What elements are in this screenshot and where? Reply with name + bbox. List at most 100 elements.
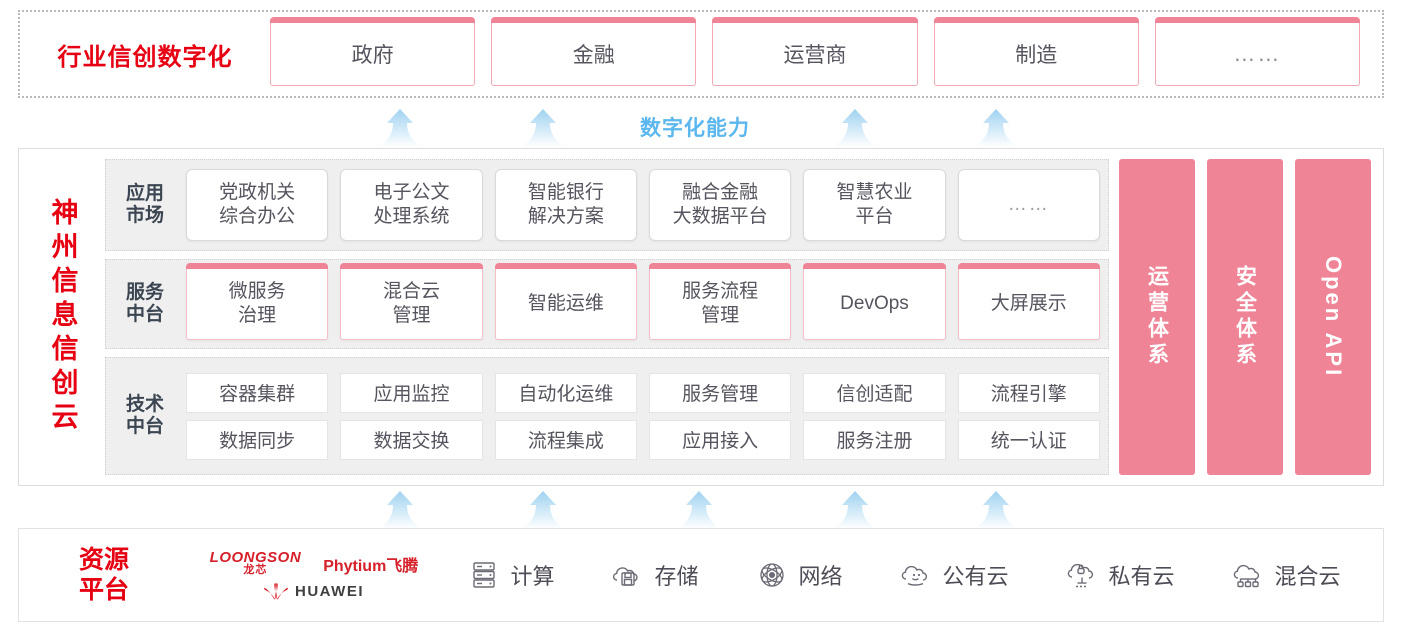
cloud-storage-icon [611,558,645,592]
app-card-smart-banking[interactable]: 智能银行解决方案 [494,169,637,241]
resource-item-network[interactable]: 网络 [755,558,843,592]
up-arrow-icon [377,490,423,530]
resource-item-label: 公有云 [942,564,1009,589]
loongson-logo: LOONGSON 龙芯 [210,550,302,576]
loongson-logo-en: LOONGSON [209,549,302,566]
resource-platform-title: 资源 平台 [19,545,189,605]
tier-label-line: 服务 [125,282,164,304]
cloud-platform-title-text: 神州信息信创云 [47,198,78,436]
industry-tab-more[interactable]: …… [1154,17,1361,86]
card-line: 综合办公 [219,206,296,227]
svc-card-large-screen-display[interactable]: 大屏展示 [957,263,1101,340]
svc-card-hybrid-cloud-mgmt[interactable]: 混合云管理 [340,263,483,340]
pillar-operations-system[interactable]: 运营体系 [1119,159,1195,475]
card-line: 融合金融 [682,182,759,204]
tech-cell-container-cluster[interactable]: 容器集群 [186,372,329,413]
card-line: 党政机关 [219,182,296,204]
resource-item-public-cloud[interactable]: 公有云 [899,558,1009,592]
card-line: 大屏展示 [990,292,1067,314]
resource-item-private-cloud[interactable]: 私有云 [1065,558,1175,592]
tech-cell-unified-auth[interactable]: 统一认证 [957,419,1100,460]
cloud-platform-title: 神州信息信创云 [19,149,99,485]
pillar-label: 运营体系 [1145,265,1169,369]
svc-card-intelligent-ops[interactable]: 智能运维 [494,263,638,340]
card-line: 智慧农业 [836,182,913,204]
resource-item-compute[interactable]: 计算 [467,558,555,592]
pillar-open-api[interactable]: Open API [1295,159,1371,475]
hybrid-cloud-icon [1231,558,1265,592]
up-arrow-icon [377,108,423,148]
industry-tab-government[interactable]: 政府 [270,17,476,86]
up-arrow-icon [973,108,1019,148]
tech-cell-process-integration[interactable]: 流程集成 [494,419,637,460]
industry-tab-label: 运营商 [783,43,847,67]
tier-technical-platform: 技术 中台 容器集群 应用监控 自动化运维 服务管理 信创适配 流程引擎 数据同… [105,357,1109,475]
card-line: 智能银行 [527,182,604,204]
industry-tab-finance[interactable]: 金融 [491,17,697,86]
up-arrow-icon [832,490,878,530]
tier-label-application-market: 应用 市场 [114,183,176,227]
resource-item-storage[interactable]: 存储 [611,558,699,592]
tech-cell-service-registry[interactable]: 服务注册 [803,419,946,460]
card-line: 平台 [855,206,894,227]
card-line: 服务流程 [682,280,759,302]
app-card-finance-bigdata[interactable]: 融合金融大数据平台 [648,169,792,241]
card-line: 解决方案 [527,206,604,227]
huawei-logo: HUAWEI [264,583,364,600]
pillar-security-system[interactable]: 安全体系 [1207,159,1283,475]
tier-label-line: 中台 [125,304,164,325]
card-line: 混合云 [382,280,440,302]
network-mesh-icon [755,558,789,592]
card-line: 智能运维 [527,292,604,314]
tier-stack: 应用 市场 党政机关综合办公 电子公文处理系统 智能银行解决方案 融合金融大数据… [105,159,1109,475]
tech-cell-xinchuang-adaptation[interactable]: 信创适配 [803,372,946,413]
svc-card-devops[interactable]: DevOps [803,263,946,340]
app-card-edoc-system[interactable]: 电子公文处理系统 [340,169,483,241]
app-card-more[interactable]: …… [957,169,1100,241]
industry-tab-label: 制造 [1015,43,1058,67]
resource-platform-box: 资源 平台 LOONGSON 龙芯 Phytium飞腾 [18,528,1384,622]
tech-cell-data-sync[interactable]: 数据同步 [186,419,329,460]
resource-title-line: 平台 [78,576,129,604]
resource-item-label: 计算 [510,564,555,589]
technical-platform-row: 容器集群 应用监控 自动化运维 服务管理 信创适配 流程引擎 [186,372,1100,413]
technical-platform-row: 数据同步 数据交换 流程集成 应用接入 服务注册 统一认证 [186,419,1100,460]
resource-title-line: 资源 [78,546,129,574]
svc-card-service-process-mgmt[interactable]: 服务流程管理 [648,263,792,340]
card-line: 大数据平台 [672,206,768,227]
tier-service-platform: 服务 中台 微服务治理 混合云管理 智能运维 服务流程管理 [105,259,1109,349]
tier-label-technical-platform: 技术 中台 [114,394,176,438]
tech-cell-data-exchange[interactable]: 数据交换 [340,419,483,460]
industry-tab-telecom[interactable]: 运营商 [712,17,918,86]
huawei-flower-icon [264,583,288,600]
industry-tab-label: …… [1233,40,1282,66]
pillar-label: Open API [1321,255,1346,379]
tier-label-line: 技术 [125,394,164,416]
resource-item-hybrid-cloud[interactable]: 混合云 [1231,558,1341,592]
huawei-logo-text: HUAWEI [295,583,364,600]
industry-tab-label: 政府 [351,43,394,67]
pillar-label: 安全体系 [1233,265,1257,369]
tech-cell-process-engine[interactable]: 流程引擎 [957,372,1100,413]
tier-label-line: 应用 [125,183,164,205]
capability-label: 数字化能力 [640,117,750,140]
svc-card-microservice-governance[interactable]: 微服务治理 [186,263,329,340]
tech-cell-app-monitoring[interactable]: 应用监控 [340,372,483,413]
tech-cell-app-access[interactable]: 应用接入 [648,419,792,460]
industry-band: 行业信创数字化 政府 金融 运营商 制造 …… [18,10,1384,98]
cloud-platform-box: 神州信息信创云 应用 市场 党政机关综合办公 电子公文处理系统 智能银 [18,148,1384,486]
app-card-smart-agriculture[interactable]: 智慧农业平台 [803,169,946,241]
vendor-logo-group: LOONGSON 龙芯 Phytium飞腾 HUAWEI [189,550,439,600]
technical-platform-grid: 容器集群 应用监控 自动化运维 服务管理 信创适配 流程引擎 数据同步 数据交换… [186,364,1100,468]
up-arrow-icon [676,490,722,530]
phytium-logo: Phytium飞腾 [323,558,419,575]
industry-tab-manufacturing[interactable]: 制造 [933,17,1140,86]
service-platform-cards: 微服务治理 混合云管理 智能运维 服务流程管理 DevOps [186,263,1101,342]
app-card-government-office[interactable]: 党政机关综合办公 [186,169,329,241]
tier-label-service-platform: 服务 中台 [114,282,176,326]
tech-cell-automated-ops[interactable]: 自动化运维 [494,372,637,413]
tech-cell-service-mgmt[interactable]: 服务管理 [648,372,792,413]
resource-item-label: 存储 [654,564,699,589]
industry-band-title: 行业信创数字化 [57,43,233,71]
resource-item-label: 混合云 [1274,564,1341,589]
